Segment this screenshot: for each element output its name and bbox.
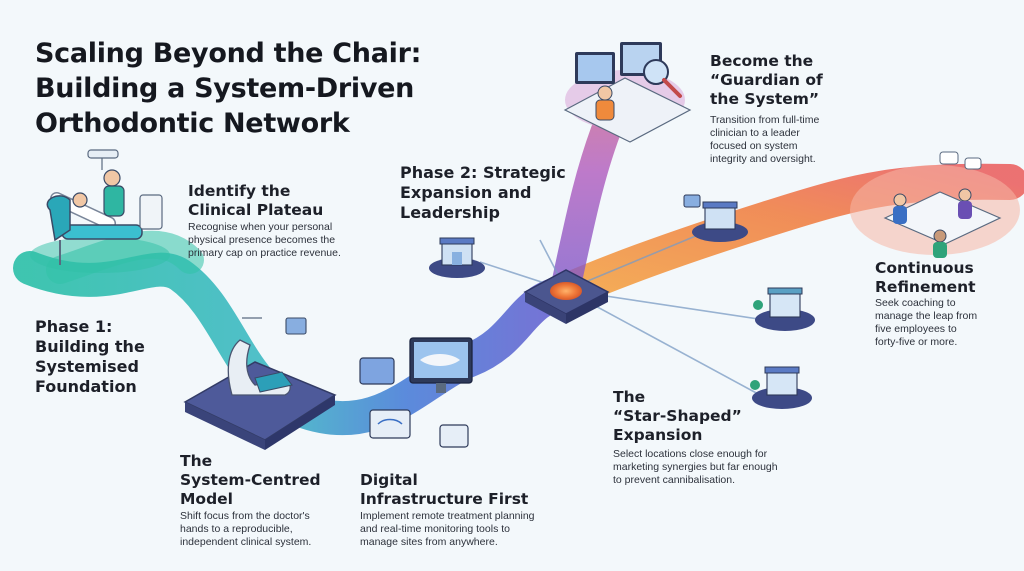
heading-line: Expansion	[613, 426, 742, 445]
refinement-heading: Continuous Refinement	[875, 259, 976, 297]
heading-line: Clinical Plateau	[188, 201, 323, 220]
desc-line: and real-time monitoring tools to	[360, 523, 535, 536]
desc-line: to prevent cannibalisation.	[613, 474, 778, 487]
heading-line: Phase 1:	[35, 317, 145, 337]
heading-line: Infrastructure First	[360, 490, 528, 509]
star-heading: The “Star-Shaped” Expansion	[613, 388, 742, 445]
heading-line: Continuous	[875, 259, 976, 278]
desc-line: clinician to a leader	[710, 127, 819, 140]
desc-line: integrity and oversight.	[710, 153, 819, 166]
heading-line: System-Centred	[180, 471, 321, 490]
heading-line: Phase 2: Strategic	[400, 163, 566, 183]
desc-line: focused on system	[710, 140, 819, 153]
title-line: Building a System-Driven	[35, 71, 421, 106]
heading-line: The	[613, 388, 742, 407]
heading-line: Become the	[710, 52, 823, 71]
desc-line: physical presence becomes the	[188, 234, 341, 247]
desc-line: independent clinical system.	[180, 536, 311, 549]
title-line: Scaling Beyond the Chair:	[35, 36, 421, 71]
system-model-heading: The System-Centred Model	[180, 452, 321, 509]
desc-line: hands to a reproducible,	[180, 523, 311, 536]
desc-line: forty-five or more.	[875, 336, 977, 349]
desc-line: manage sites from anywhere.	[360, 536, 535, 549]
heading-line: Digital	[360, 471, 528, 490]
heading-line: Model	[180, 490, 321, 509]
desc-line: marketing synergies but far enough	[613, 461, 778, 474]
desc-line: Select locations close enough for	[613, 448, 778, 461]
plateau-description: Recognise when your personal physical pr…	[188, 221, 341, 260]
desc-line: Transition from full-time	[710, 114, 819, 127]
heading-line: the System”	[710, 90, 823, 109]
desc-line: Recognise when your personal	[188, 221, 341, 234]
dental-chair-icon	[30, 150, 170, 273]
heading-line: Foundation	[35, 377, 145, 397]
heading-line: Building the	[35, 337, 145, 357]
guardian-heading: Become the “Guardian of the System”	[710, 52, 823, 109]
phase2-heading: Phase 2: Strategic Expansion and Leaders…	[400, 163, 566, 223]
desc-line: primary cap on practice revenue.	[188, 247, 341, 260]
desc-line: Shift focus from the doctor's	[180, 510, 311, 523]
heading-line: Systemised	[35, 357, 145, 377]
digital-description: Implement remote treatment planning and …	[360, 510, 535, 549]
desc-line: manage the leap from	[875, 310, 977, 323]
desc-line: Implement remote treatment planning	[360, 510, 535, 523]
title-line: Orthodontic Network	[35, 106, 421, 141]
phase1-heading: Phase 1: Building the Systemised Foundat…	[35, 317, 145, 397]
system-model-description: Shift focus from the doctor's hands to a…	[180, 510, 311, 549]
heading-line: Leadership	[400, 203, 566, 223]
heading-line: Expansion and	[400, 183, 566, 203]
page-title: Scaling Beyond the Chair: Building a Sys…	[35, 36, 421, 141]
desc-line: Seek coaching to	[875, 297, 977, 310]
heading-line: Identify the	[188, 182, 323, 201]
star-description: Select locations close enough for market…	[613, 448, 778, 487]
guardian-description: Transition from full-time clinician to a…	[710, 114, 819, 166]
heading-line: “Star-Shaped”	[613, 407, 742, 426]
plateau-heading: Identify the Clinical Plateau	[188, 182, 323, 220]
heading-line: The	[180, 452, 321, 471]
digital-heading: Digital Infrastructure First	[360, 471, 528, 509]
desc-line: five employees to	[875, 323, 977, 336]
refinement-description: Seek coaching to manage the leap from fi…	[875, 297, 977, 349]
heading-line: “Guardian of	[710, 71, 823, 90]
heading-line: Refinement	[875, 278, 976, 297]
